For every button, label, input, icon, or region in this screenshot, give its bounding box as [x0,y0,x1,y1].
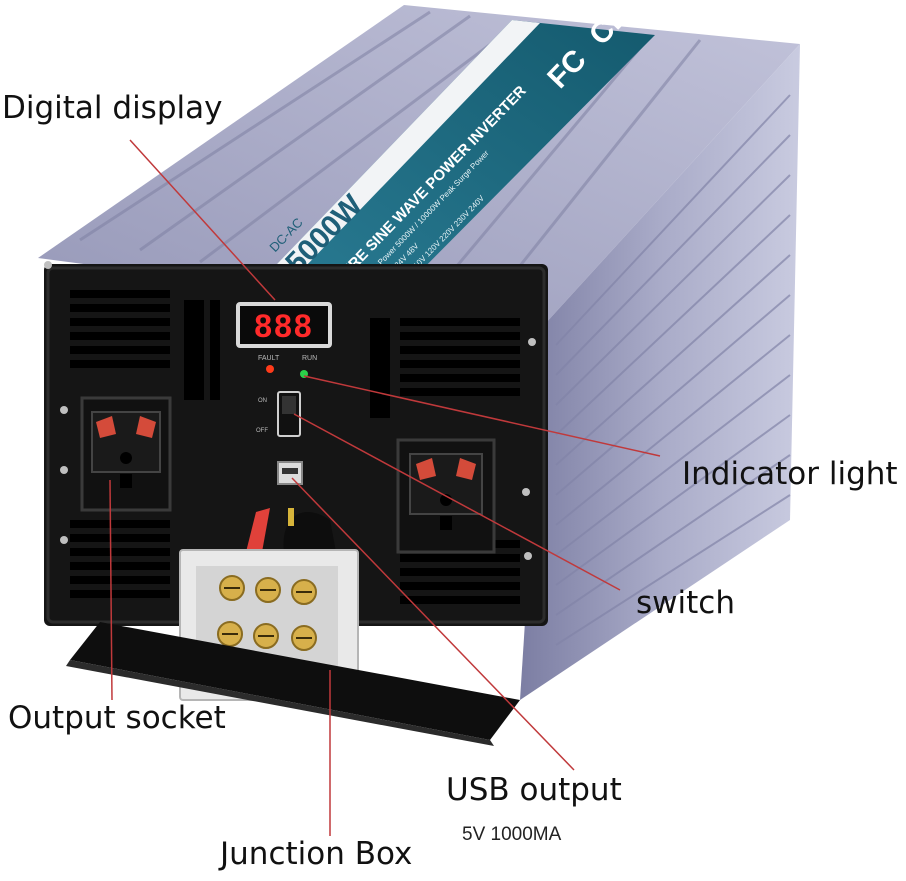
vent-center [184,300,390,418]
callout-junction-box: Junction Box [220,836,413,872]
leader-output-socket [109,479,113,701]
callout-usb-output: USB output [446,772,622,808]
output-socket-left[interactable] [80,396,172,512]
switch-on-label: ON [258,398,267,404]
usb-port-slot [282,468,298,474]
callout-output-socket: Output socket [8,700,226,736]
leader-switch [293,413,621,591]
side-fins [555,94,791,646]
switch-off-label: OFF [256,428,268,434]
vent-left-top [70,290,170,368]
vent-left-bottom [70,520,170,598]
yellow-wire [288,508,294,526]
vent-right-top [400,318,520,396]
callout-switch: switch [636,585,735,621]
run-label: RUN [302,355,317,362]
power-switch-rocker [282,396,296,414]
black-cable [283,511,336,552]
leader-indicator-light [303,375,661,457]
base-edge [66,660,494,746]
digital-display [236,302,332,348]
panel-screws [44,261,536,560]
fault-led [266,365,274,373]
callout-digital-display: Digital display [2,90,223,126]
callout-indicator-light: Indicator light [682,456,898,492]
leader-usb [291,477,575,771]
fault-label: FAULT [258,355,280,362]
callout-usb-spec: 5V 1000MA [462,824,562,845]
red-cable [246,508,270,552]
leader-digital-display [129,139,276,301]
leader-lines [109,139,661,836]
display-digits: 888 [254,308,313,344]
mounting-base [70,622,520,740]
